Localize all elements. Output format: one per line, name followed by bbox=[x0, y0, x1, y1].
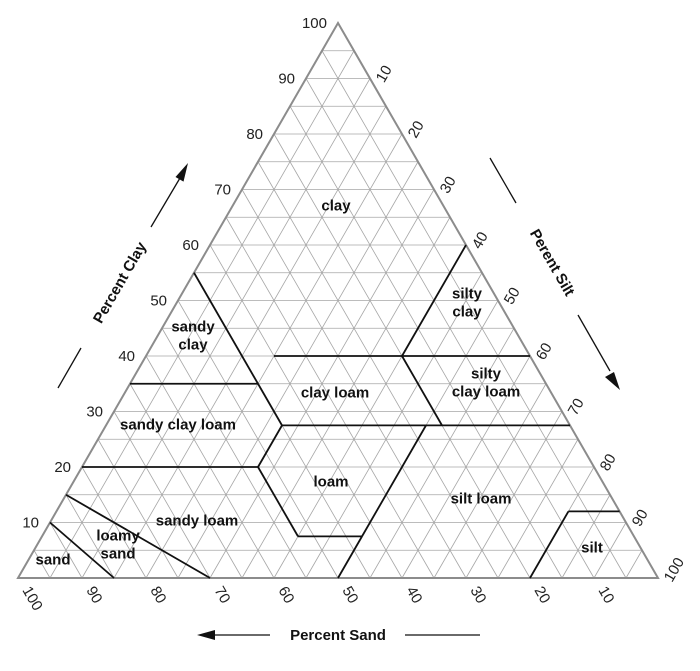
clay-tick-label: 10 bbox=[22, 515, 39, 532]
sand-axis-title: Percent Sand bbox=[290, 627, 386, 644]
silt-tick-label: 30 bbox=[437, 174, 460, 197]
region-label-sand: sand bbox=[35, 552, 70, 569]
grid-line bbox=[65, 494, 115, 579]
grid-line bbox=[225, 217, 435, 579]
class-boundary bbox=[257, 466, 299, 537]
silt-tick-label: 70 bbox=[565, 396, 588, 419]
region-label-silt: silt bbox=[581, 540, 603, 557]
silt-axis-arrow-shaft bbox=[577, 314, 611, 372]
grid-line bbox=[97, 439, 179, 579]
grid-line bbox=[113, 411, 211, 579]
sand-tick-label: 100 bbox=[19, 584, 46, 614]
clay-tick-label: 80 bbox=[246, 126, 263, 143]
clay-axis-lower-rule bbox=[57, 347, 82, 389]
sand-axis-title-group: Percent Sand bbox=[197, 627, 480, 644]
grid-line bbox=[49, 50, 355, 579]
clay-tick-label: 40 bbox=[118, 348, 135, 365]
grid-line bbox=[401, 355, 531, 579]
silt-axis-title: Perent Silt bbox=[526, 226, 578, 299]
region-label-silty-clay: silty bbox=[452, 286, 483, 303]
grid-line bbox=[433, 383, 547, 579]
clay-axis-arrow-head bbox=[175, 163, 188, 182]
region-label-loamy-sand: loamy bbox=[96, 528, 140, 545]
region-label-sandy-clay-loam: sandy clay loam bbox=[120, 417, 236, 434]
grid-line bbox=[33, 550, 51, 579]
sand-tick-label: 90 bbox=[83, 584, 106, 607]
region-label-silty-clay-loam: clay loam bbox=[452, 384, 520, 401]
clay-tick-label: 60 bbox=[182, 237, 199, 254]
sand-tick-label: 30 bbox=[467, 584, 490, 607]
sand-tick-label: 80 bbox=[147, 584, 170, 607]
class-boundary bbox=[193, 272, 259, 385]
texture-class-boundaries bbox=[49, 244, 620, 579]
grid-line bbox=[465, 411, 563, 579]
clay-tick-label: 90 bbox=[278, 71, 295, 88]
grid-line bbox=[49, 522, 83, 579]
sand-tick-label: 10 bbox=[595, 584, 618, 607]
class-boundary bbox=[529, 510, 570, 579]
silt-tick-label: 10 bbox=[373, 63, 396, 86]
clay-tick-label: 20 bbox=[54, 459, 71, 476]
clay-axis-title: Percent Clay bbox=[90, 239, 150, 327]
class-boundary bbox=[401, 244, 467, 357]
clay-tick-label: 70 bbox=[214, 182, 231, 199]
silt-tick-label: 100 bbox=[661, 555, 688, 585]
grid-line bbox=[625, 550, 643, 579]
region-label-loamy-sand: sand bbox=[100, 546, 135, 563]
class-boundary bbox=[65, 493, 211, 579]
class-boundary bbox=[257, 383, 283, 426]
grid-line bbox=[289, 106, 563, 579]
region-label-silty-clay: clay bbox=[452, 304, 482, 321]
sand-tick-label: 60 bbox=[275, 584, 298, 607]
silt-tick-label: 80 bbox=[597, 451, 620, 474]
grid-line bbox=[497, 439, 579, 579]
sand-tick-label: 50 bbox=[339, 584, 362, 607]
sand-tick-label: 40 bbox=[403, 584, 426, 607]
grid-line bbox=[177, 300, 339, 579]
grid-line bbox=[561, 494, 611, 579]
region-label-clay-loam: clay loam bbox=[301, 385, 369, 402]
grid-line bbox=[241, 217, 451, 579]
class-boundary bbox=[337, 535, 363, 579]
region-label-sandy-clay: sandy bbox=[171, 319, 215, 336]
clay-tick-label: 50 bbox=[150, 293, 167, 310]
silt-tick-label: 20 bbox=[405, 118, 428, 141]
silt-axis-arrow-head bbox=[605, 372, 620, 390]
silt-tick-label: 60 bbox=[533, 340, 556, 363]
grid-line bbox=[113, 106, 387, 579]
grid-line bbox=[177, 161, 419, 579]
triangle-grid bbox=[33, 50, 643, 579]
clay-axis-arrow-shaft bbox=[150, 177, 181, 228]
silt-tick-label: 40 bbox=[469, 229, 492, 252]
grid-line bbox=[369, 328, 515, 579]
silt-axis-upper-rule bbox=[489, 157, 517, 204]
class-boundary bbox=[361, 424, 427, 537]
grid-line bbox=[129, 383, 243, 579]
region-label-loam: loam bbox=[313, 474, 348, 491]
region-label-sandy-clay: clay bbox=[178, 337, 208, 354]
grid-line bbox=[593, 522, 627, 579]
clay-tick-label: 100 bbox=[302, 15, 327, 32]
clay-tick-label: 30 bbox=[86, 404, 103, 421]
grid-line bbox=[321, 50, 627, 579]
region-label-silt-loam: silt loam bbox=[451, 491, 512, 508]
clay-axis-ticks: 10 20 30 40 50 60 70 80 90 100 bbox=[22, 15, 327, 532]
silt-tick-label: 90 bbox=[629, 507, 652, 530]
sand-tick-label: 20 bbox=[531, 584, 554, 607]
class-boundary bbox=[257, 424, 283, 468]
region-label-clay: clay bbox=[321, 198, 351, 215]
grid-line bbox=[257, 161, 499, 579]
region-label-sandy-loam: sandy loam bbox=[156, 513, 239, 530]
sand-axis-ticks: 100 90 80 70 60 50 40 30 20 10 bbox=[19, 584, 618, 614]
silt-tick-label: 50 bbox=[501, 285, 524, 308]
class-boundary bbox=[49, 521, 115, 579]
class-boundary bbox=[401, 355, 443, 426]
grid-line bbox=[161, 328, 307, 579]
region-label-silty-clay-loam: silty bbox=[471, 366, 502, 383]
sand-axis-arrow-head bbox=[197, 630, 215, 640]
sand-tick-label: 70 bbox=[211, 584, 234, 607]
